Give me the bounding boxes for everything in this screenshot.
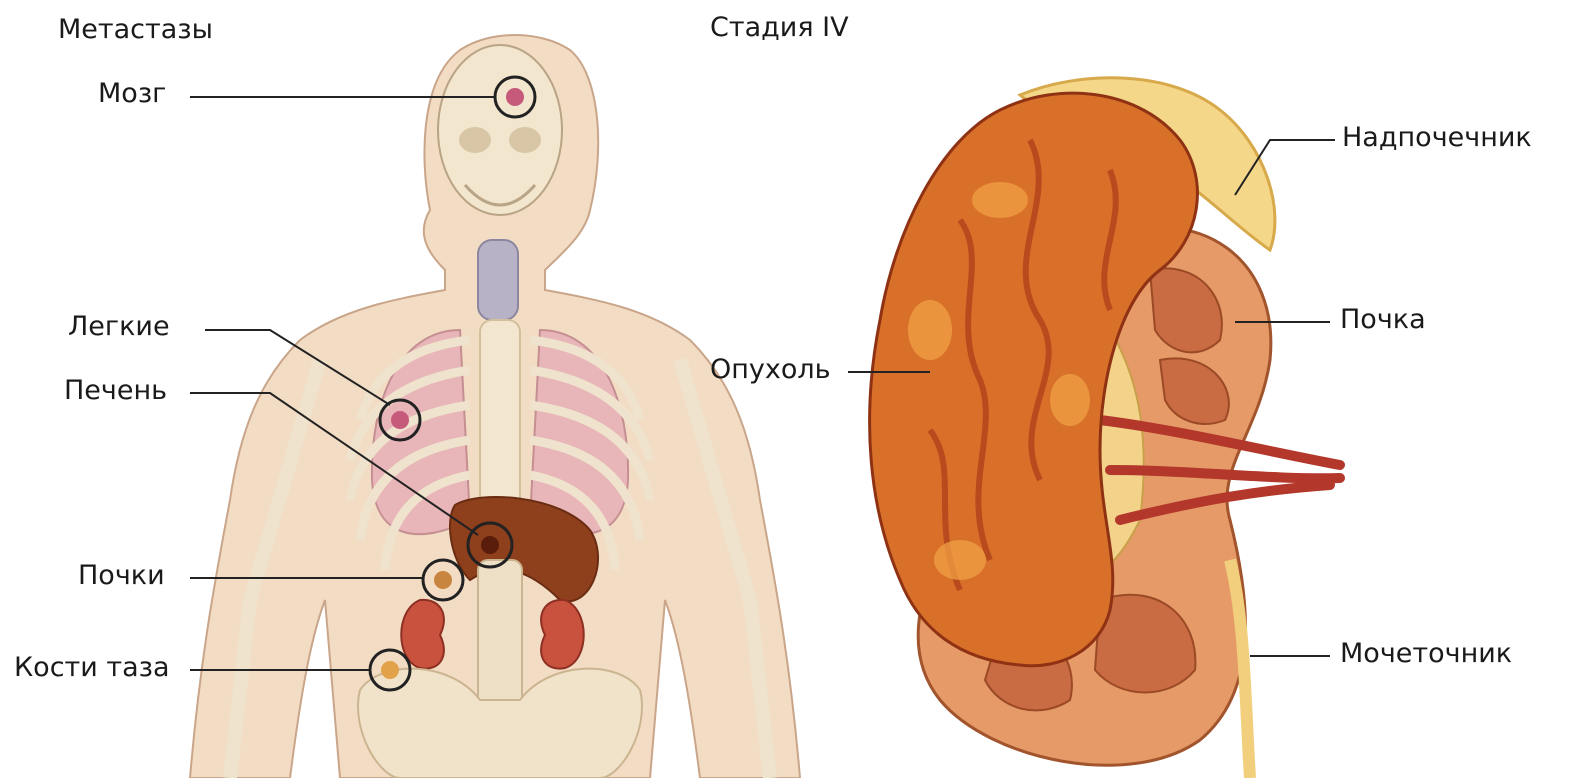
heading-metastases: Метастазы: [58, 16, 213, 43]
label-pelvic-bones: Кости таза: [14, 654, 170, 681]
sternum: [480, 320, 520, 510]
label-tumor: Опухоль: [710, 356, 831, 383]
label-brain: Мозг: [98, 80, 166, 107]
label-adrenal: Надпочечник: [1342, 124, 1532, 151]
label-ureter: Мочеточник: [1340, 640, 1512, 667]
label-kidneys: Почки: [78, 562, 165, 589]
heading-stage-iv: Стадия IV: [710, 14, 849, 41]
kidney-right-body: [541, 600, 584, 669]
kidney-cross-section: [848, 78, 1340, 778]
eye-socket-left: [459, 127, 491, 153]
skull: [438, 45, 562, 215]
label-kidney: Почка: [1340, 306, 1426, 333]
label-liver: Печень: [64, 377, 167, 404]
human-body-figure: [190, 35, 800, 778]
eye-socket-right: [509, 127, 541, 153]
label-lungs: Легкие: [68, 313, 170, 340]
trachea: [478, 240, 518, 320]
